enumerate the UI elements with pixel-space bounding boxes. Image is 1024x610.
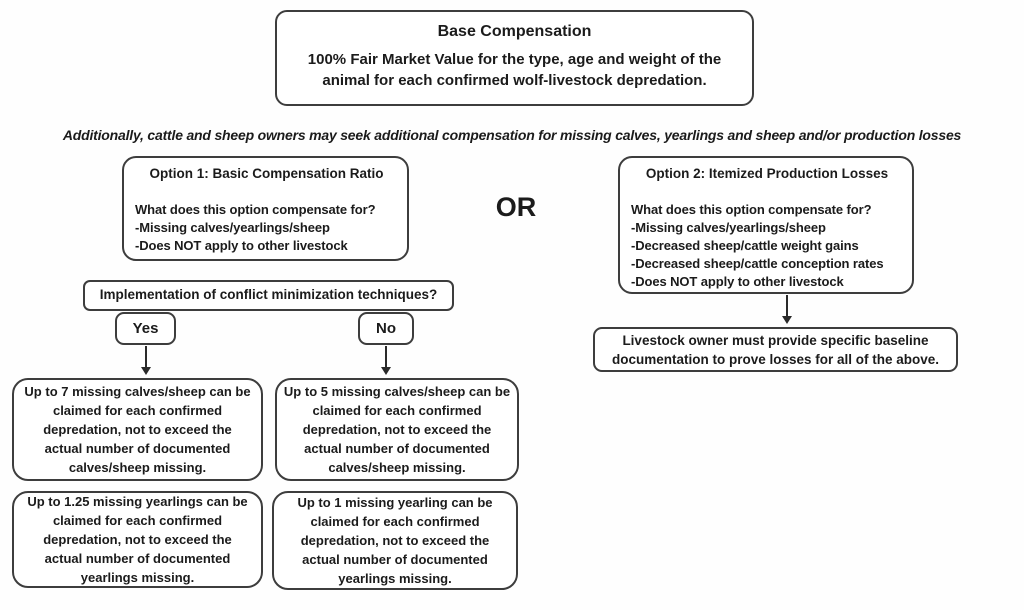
baseline-documentation-box: Livestock owner must provide specific ba… (593, 327, 958, 372)
yes-branch-box: Yes (115, 312, 176, 345)
no-yearlings-outcome-box: Up to 1 missing yearling can be claimed … (272, 491, 518, 590)
yes-arrow-head (141, 367, 151, 375)
option2-item: -Decreased sheep/cattle weight gains (631, 238, 859, 253)
yes-arrow-line (145, 346, 147, 368)
no-branch-box: No (358, 312, 414, 345)
no-calves-outcome-box: Up to 5 missing calves/sheep can be clai… (275, 378, 519, 481)
implementation-question-box: Implementation of conflict minimization … (83, 280, 454, 311)
base-compensation-title: Base Compensation (437, 23, 592, 40)
option1-box: Option 1: Basic Compensation Ratio What … (122, 156, 409, 261)
option2-question: What does this option compensate for? (631, 202, 872, 217)
yes-calves-outcome-box: Up to 7 missing calves/sheep can be clai… (12, 378, 263, 481)
base-compensation-body: 100% Fair Market Value for the type, age… (307, 51, 722, 89)
base-compensation-box: Base Compensation 100% Fair Market Value… (275, 10, 754, 106)
option1-item: -Missing calves/yearlings/sheep (135, 220, 330, 235)
option2-arrow-head (782, 316, 792, 324)
option2-item: -Does NOT apply to other livestock (631, 274, 844, 289)
additional-compensation-note: Additionally, cattle and sheep owners ma… (62, 127, 962, 143)
option2-box: Option 2: Itemized Production Losses Wha… (618, 156, 914, 294)
option1-question: What does this option compensate for? (135, 202, 376, 217)
option2-item: -Decreased sheep/cattle conception rates (631, 256, 884, 271)
no-arrow-head (381, 367, 391, 375)
or-label: OR (495, 192, 537, 222)
option1-item: -Does NOT apply to other livestock (135, 238, 348, 253)
option1-title: Option 1: Basic Compensation Ratio (149, 166, 384, 181)
yes-yearlings-outcome-box: Up to 1.25 missing yearlings can be clai… (12, 491, 263, 588)
option2-arrow-line (786, 295, 788, 317)
option2-item: -Missing calves/yearlings/sheep (631, 220, 826, 235)
option2-title: Option 2: Itemized Production Losses (645, 166, 889, 181)
no-arrow-line (385, 346, 387, 368)
